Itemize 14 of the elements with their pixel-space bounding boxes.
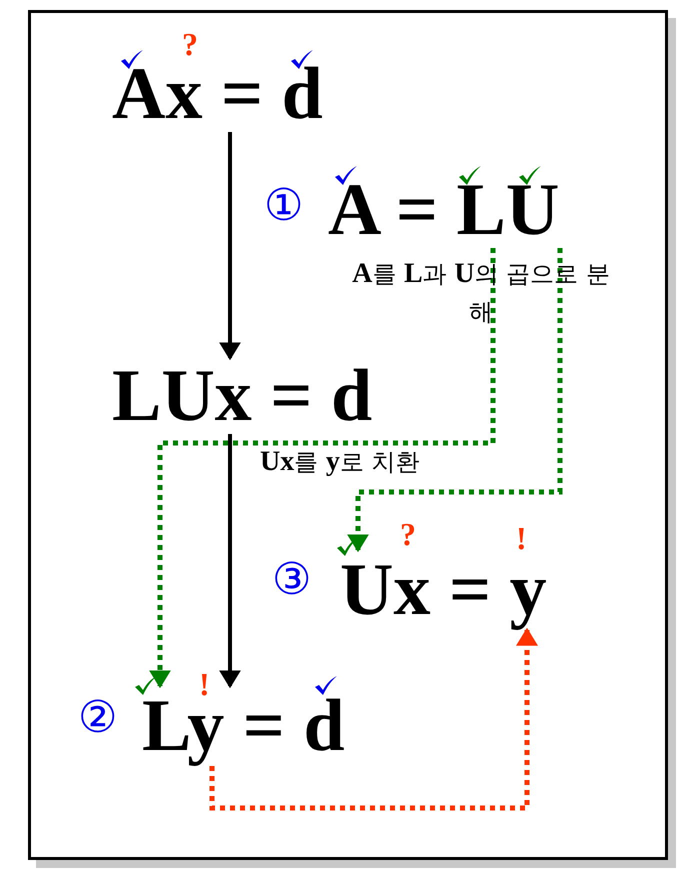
equation: LUx = d: [112, 358, 402, 434]
arrow: [221, 434, 239, 688]
annotation: Ux를 y로 치환: [260, 448, 420, 476]
arrow: [221, 132, 239, 360]
step-number: ②: [78, 696, 118, 740]
step-number: ③: [272, 558, 312, 602]
annotation: A를 L과 U의 곱으로 분해: [351, 257, 611, 328]
exclamation-mark: !: [199, 668, 210, 700]
arrow: [349, 248, 562, 552]
equation: A = LU: [328, 172, 590, 248]
question-mark: ?: [400, 518, 416, 550]
step-number: ①: [264, 184, 304, 228]
arrow: [210, 628, 536, 810]
arrow: [151, 248, 496, 688]
